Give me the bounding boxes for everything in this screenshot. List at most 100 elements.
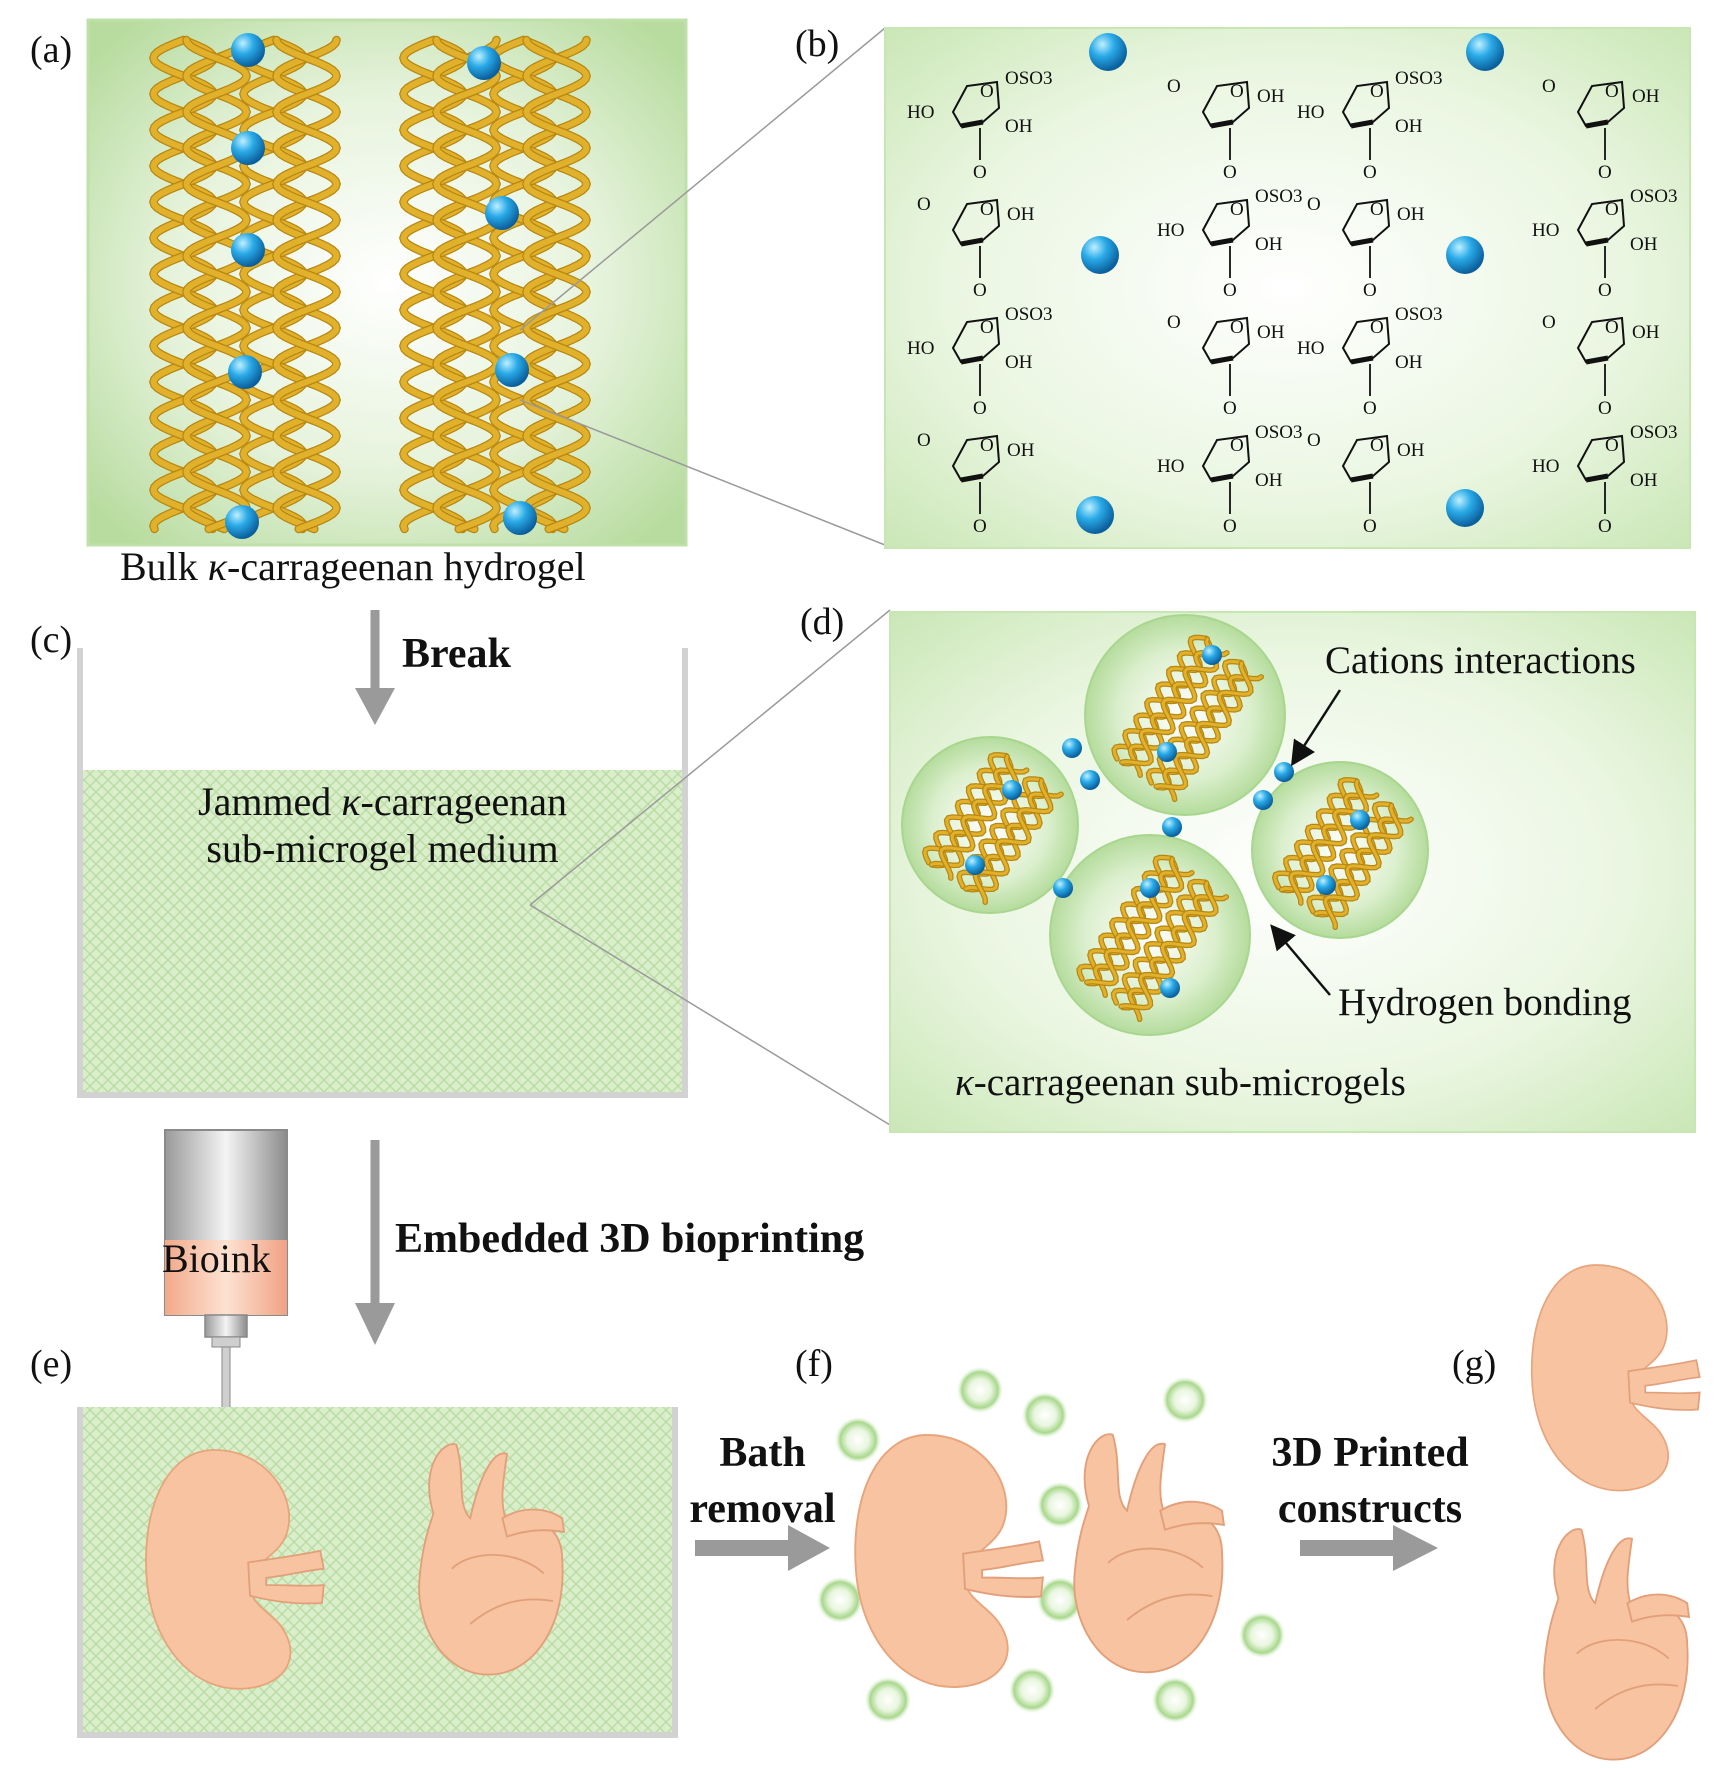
hydroxyl-group: HO	[1532, 220, 1559, 241]
double-helix	[399, 35, 501, 534]
bridge-oxygen: O	[1598, 516, 1612, 537]
bridge-oxygen: O	[1223, 280, 1237, 301]
microgel-particle	[834, 1416, 882, 1464]
microgel-particle	[1036, 1576, 1084, 1624]
sub-microgels	[901, 614, 1429, 1036]
hydroxyl-group: OH	[1395, 352, 1423, 373]
kidney-after-removal	[854, 1434, 1045, 1688]
cation	[1002, 780, 1022, 800]
panel-label-b: (b)	[795, 23, 840, 65]
anhydro-oxygen: O	[1167, 312, 1181, 333]
cation	[965, 855, 985, 875]
ring-wedge	[1350, 237, 1374, 247]
panel-label-d: (d)	[800, 601, 845, 643]
double-helix	[239, 35, 341, 534]
label-hydrogen-bonding: Hydrogen bonding	[1338, 981, 1632, 1024]
double-helices-bulk	[149, 35, 591, 534]
microgel-particle	[864, 1676, 912, 1724]
ring-wedge	[1350, 473, 1374, 483]
hydroxyl-group: OH	[1005, 116, 1033, 137]
microgel-particle	[956, 1366, 1004, 1414]
helix-strand	[433, 37, 500, 532]
heart-body	[1073, 1433, 1224, 1674]
helix-strand	[273, 37, 340, 532]
ring-wedge	[960, 473, 984, 483]
bridge-oxygen: O	[1363, 516, 1377, 537]
hydroxyl-group: HO	[907, 102, 934, 123]
heart-aorta	[501, 1508, 566, 1538]
zoom-line-top	[519, 27, 886, 331]
label-bioink: Bioink	[162, 1236, 271, 1281]
ring-wedge	[960, 355, 984, 365]
bridge-oxygen: O	[1598, 162, 1612, 183]
microgel-particle	[1238, 1611, 1286, 1659]
ring-oxygen: O	[1605, 199, 1619, 220]
ring-oxygen: O	[1370, 435, 1384, 456]
ring-oxygen: O	[1230, 317, 1244, 338]
helix-strand	[930, 754, 1013, 868]
sulfate-group: OSO3	[1395, 68, 1443, 89]
bridge-oxygen: O	[973, 516, 987, 537]
step-break: Break	[402, 631, 511, 677]
double-helix	[1306, 801, 1414, 930]
cation	[1253, 790, 1273, 810]
cation	[231, 33, 265, 67]
caption-sub-microgels: κ-carrageenan sub-microgels	[955, 1061, 1406, 1104]
double-helix	[489, 35, 591, 534]
hydroxyl-group: OH	[1005, 352, 1033, 373]
bridge-oxygen: O	[1223, 398, 1237, 419]
helix-strand	[523, 37, 590, 532]
sulfate-group: OSO3	[1395, 304, 1443, 325]
sub-microgel	[1251, 761, 1429, 939]
printed-heart-in-bath	[418, 1443, 566, 1676]
cation	[495, 353, 529, 387]
bridge-oxygen: O	[1363, 398, 1377, 419]
panel-label-e: (e)	[30, 1343, 73, 1385]
double-helix	[149, 35, 251, 534]
ring-oxygen: O	[1370, 317, 1384, 338]
cation	[1202, 645, 1222, 665]
label-cations-interactions: Cations interactions	[1325, 639, 1636, 682]
microgel-particle	[1161, 1376, 1209, 1424]
helix-strand	[273, 37, 340, 532]
bridge-oxygen: O	[973, 280, 987, 301]
microgel-particle	[1008, 1666, 1056, 1714]
hydroxyl-group: HO	[1532, 456, 1559, 477]
cation	[228, 355, 262, 389]
double-helix	[1271, 777, 1380, 906]
cation	[1076, 496, 1114, 534]
helix-strand	[1154, 661, 1253, 790]
microgel-particle	[1151, 1676, 1199, 1724]
cation	[225, 505, 259, 539]
cation	[1162, 817, 1182, 837]
bridge-oxygen: O	[973, 398, 987, 419]
container-walls-c	[77, 648, 688, 1098]
sulfate-group: OSO3	[1255, 422, 1303, 443]
ring-oxygen: O	[1230, 435, 1244, 456]
ring-wedge	[960, 237, 984, 247]
hydroxyl-group: OH	[1007, 204, 1035, 225]
ring-oxygen: O	[1230, 81, 1244, 102]
heart	[1543, 1528, 1691, 1761]
ring-wedge	[1210, 119, 1234, 129]
cation	[485, 196, 519, 230]
helix-strand	[183, 37, 250, 532]
print-arrow-head	[355, 1303, 395, 1345]
cation	[1157, 742, 1177, 762]
cations-bulk	[225, 33, 537, 539]
helix-strand	[1120, 637, 1218, 766]
anhydro-oxygen: O	[917, 194, 931, 215]
ring-oxygen: O	[980, 435, 994, 456]
molecular-structure-box	[884, 27, 1691, 549]
free-cations	[1053, 738, 1294, 898]
heart-chambers	[1107, 1547, 1213, 1621]
step-3d-printed-constructs: 3D Printed constructs	[1271, 1430, 1469, 1532]
carrageenan-chains: OOOSO3OHHOOOOHOOOOSO3OHHOOOOHOOOOHOOOOSO…	[907, 33, 1678, 537]
anhydro-oxygen: O	[1167, 76, 1181, 97]
kidney-body	[1530, 1264, 1670, 1492]
ring-wedge	[1350, 119, 1374, 129]
hydroxyl-group: HO	[1157, 220, 1184, 241]
zoom-line-top-2	[529, 609, 891, 906]
hydroxyl-group: OH	[1257, 86, 1285, 107]
cation	[1274, 762, 1294, 782]
